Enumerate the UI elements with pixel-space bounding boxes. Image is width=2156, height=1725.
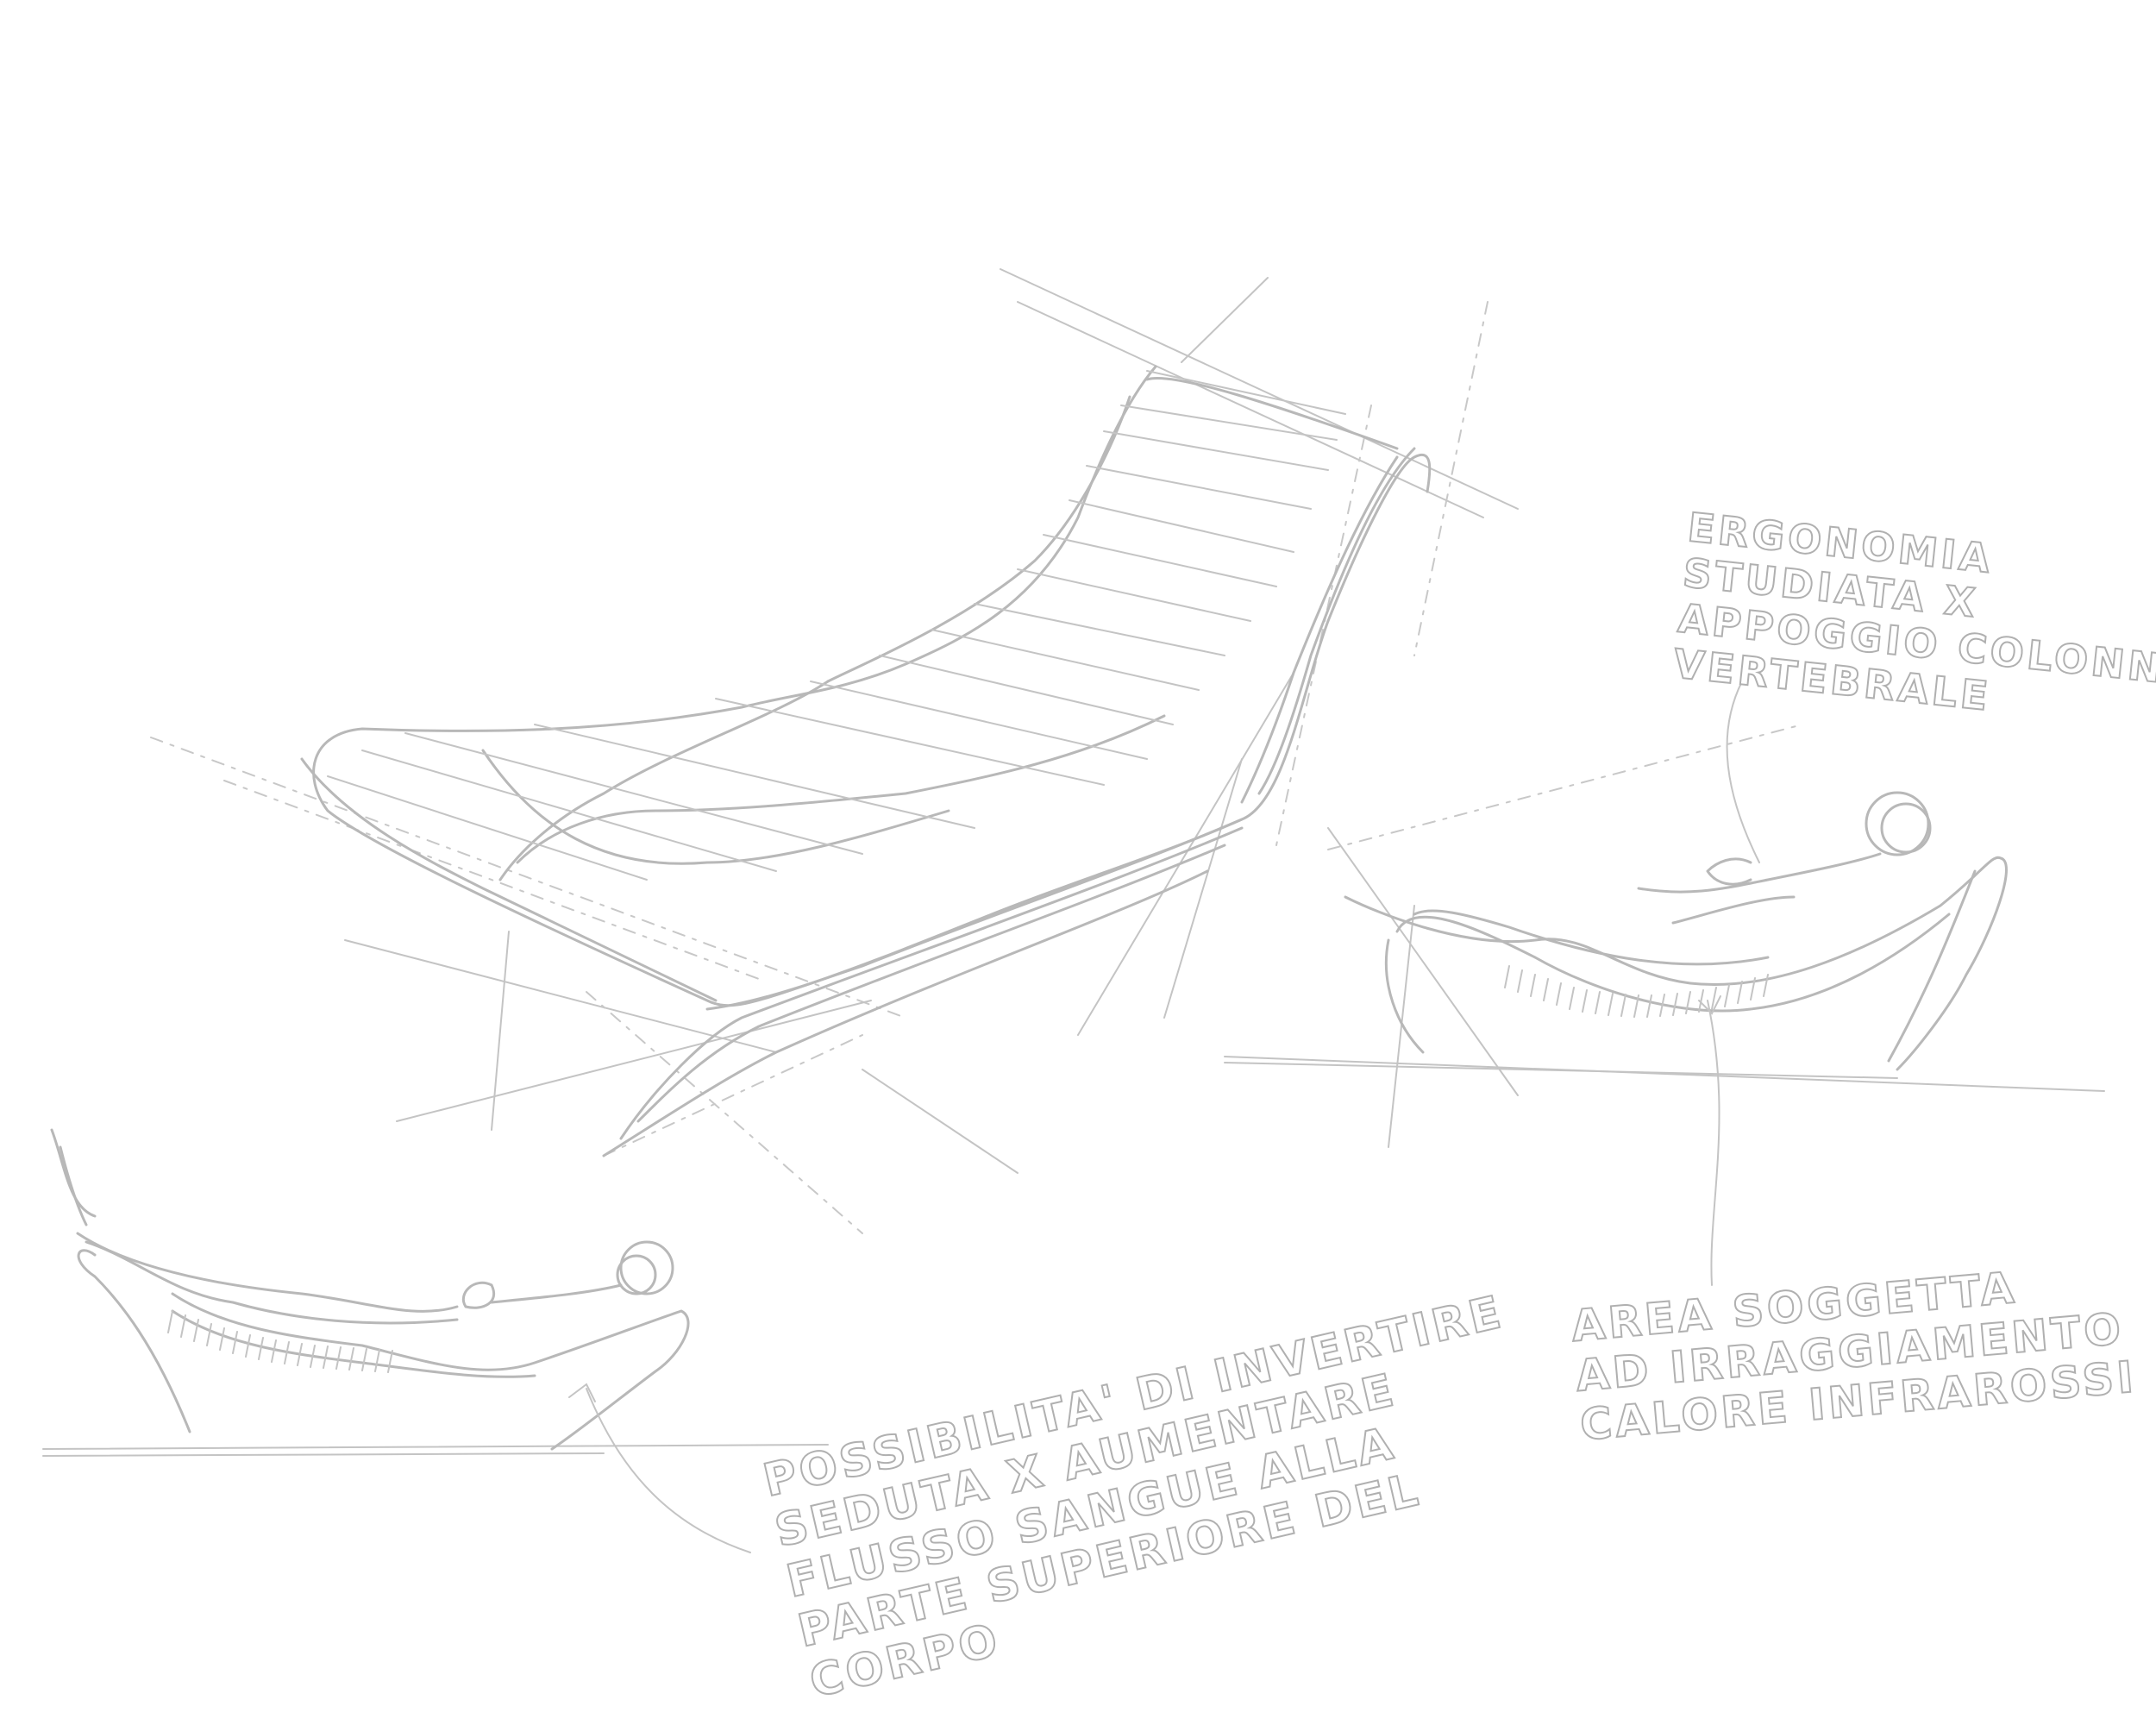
right-reclining-figure	[1224, 724, 2105, 1148]
annotation-leaders	[568, 681, 1760, 1553]
main-chaise-longue	[150, 268, 1519, 1234]
left-reclining-figure	[42, 1128, 829, 1457]
